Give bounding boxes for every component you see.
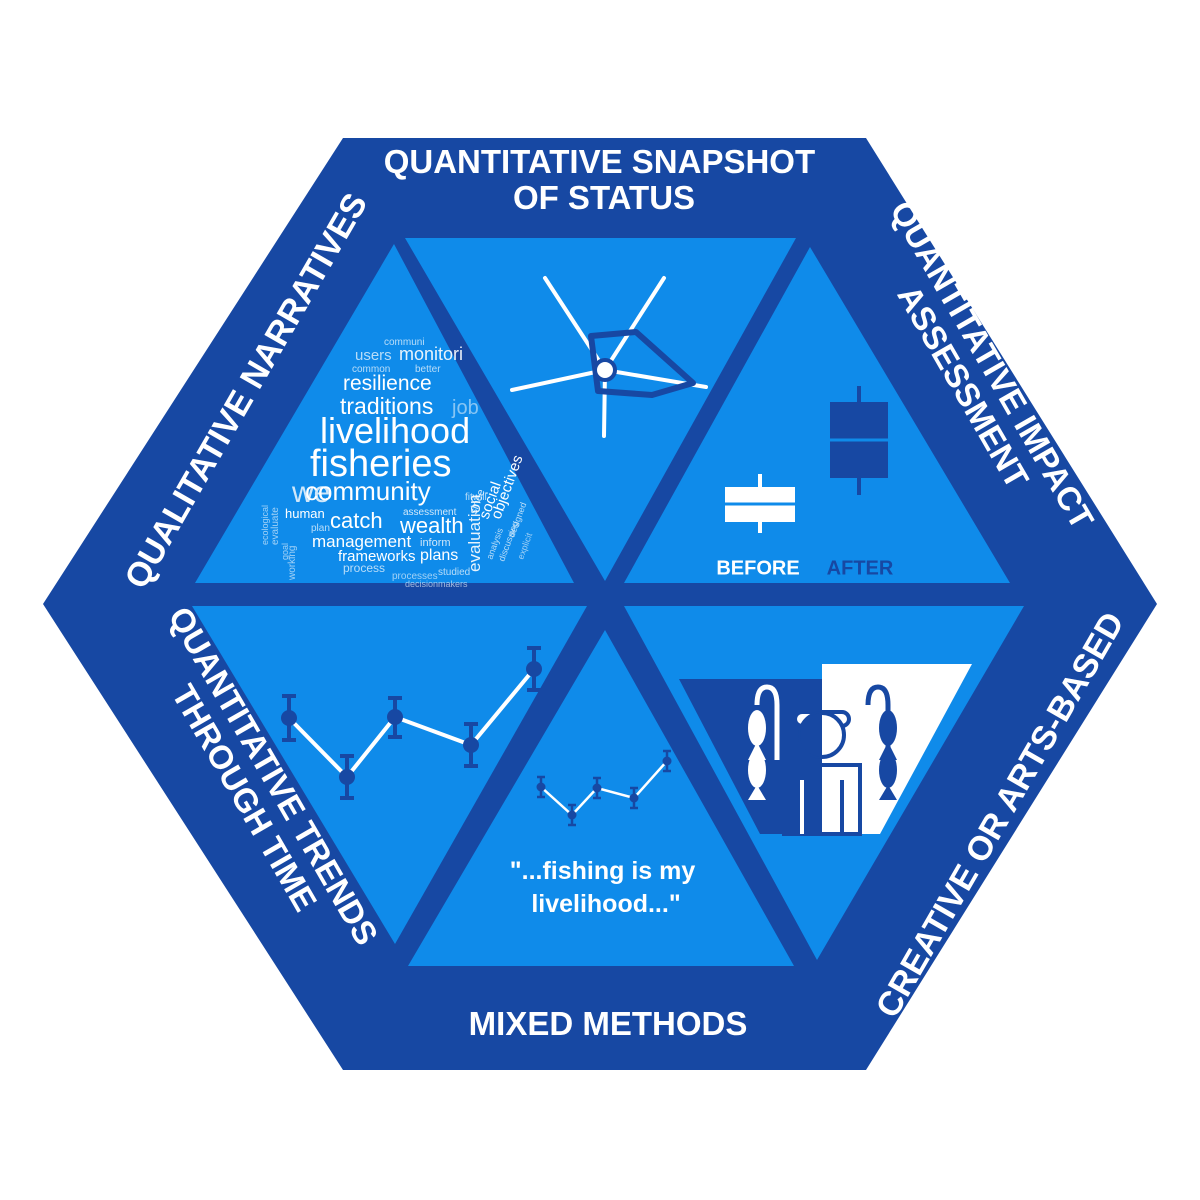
cloud-word: studied (438, 567, 470, 578)
cloud-word: better (415, 364, 441, 375)
before-label: BEFORE (716, 557, 799, 579)
inner-triangles (192, 238, 1024, 966)
cloud-word: process (343, 561, 385, 575)
cloud-word: livelihood (320, 410, 470, 451)
band-label-mixed: MIXED METHODS (469, 1005, 748, 1042)
cloud-word: common (352, 364, 390, 375)
cloud-word: fitwill (465, 492, 487, 503)
mixed-quote: "...fishing is my livelihood..." (510, 857, 702, 918)
cloud-word: human (285, 506, 325, 521)
cloud-word: goal (280, 543, 290, 560)
cloud-word: users (355, 347, 392, 364)
cloud-word: resilience (343, 372, 432, 395)
triangle-impact (624, 247, 1010, 583)
band-label-snapshot: QUANTITATIVE SNAPSHOT OF STATUS (384, 143, 825, 216)
cloud-word: evaluate (270, 507, 281, 545)
cloud-word: inform (420, 537, 451, 549)
fish-icon (748, 710, 897, 800)
cloud-word: decisionmakers (405, 579, 468, 589)
cloud-word: frameworks (338, 548, 416, 565)
cloud-word: traditions (340, 393, 433, 419)
word-cloud-icon: communi users monitori common better res… (260, 337, 534, 589)
cloud-word: community (305, 476, 431, 506)
cloud-word: plan (311, 523, 330, 534)
cloud-word: working (287, 546, 298, 581)
cloud-word: we (291, 476, 330, 509)
mini-trend-line-icon (536, 749, 672, 827)
cloud-word: management (312, 532, 412, 551)
triangle-snapshot (405, 238, 796, 581)
cloud-word: fisheries (310, 443, 452, 485)
box-plot-icon (725, 386, 888, 533)
cloud-word: assessment (403, 507, 457, 518)
cloud-word: communi (384, 337, 425, 348)
after-label: AFTER (827, 557, 894, 579)
cloud-word: catch (330, 508, 383, 533)
cloud-word: wealth (399, 513, 464, 538)
cloud-word: evaluation (465, 494, 484, 572)
cloud-word: monitori (399, 344, 463, 364)
cloud-word: processes (392, 571, 438, 582)
fisher-portrait-icon (679, 664, 972, 836)
cloud-word: plans (420, 547, 458, 564)
radar-chart-icon (510, 276, 708, 438)
cloud-word: job (451, 397, 479, 419)
triangle-qualitative-narratives (195, 244, 574, 583)
triangle-trends (192, 606, 587, 944)
cloud-word: ecological (260, 505, 270, 545)
fisher-figure (782, 710, 862, 836)
trend-line-icon (281, 646, 542, 800)
